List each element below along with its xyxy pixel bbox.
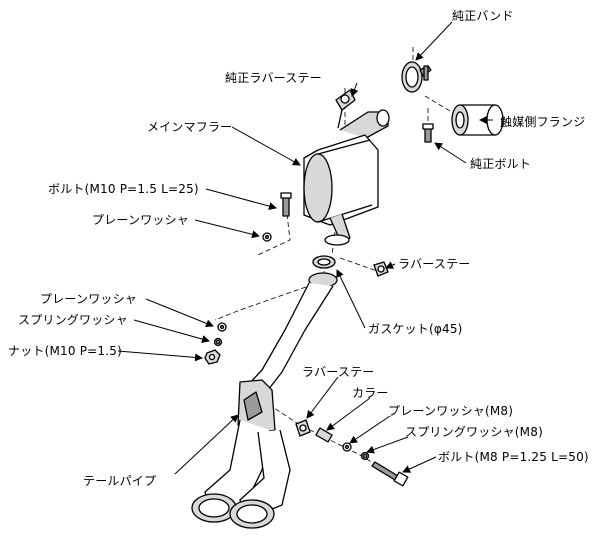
- genuine-band-part: [401, 61, 432, 93]
- plain-washer-top-part: [262, 232, 272, 242]
- collar-part: [315, 427, 333, 443]
- genuine-bolt-part: [422, 123, 434, 143]
- label-rubber-stay-1: ラバーステー: [398, 257, 471, 271]
- bolt-m10-part: [280, 192, 292, 217]
- gasket-part: [312, 255, 336, 269]
- genuine-rubber-stay-part: [335, 89, 356, 129]
- leader-lines: [117, 21, 493, 475]
- label-genuine-band: 純正バンド: [452, 9, 514, 23]
- label-genuine-rubber-stay: 純正ラバーステー: [225, 71, 322, 85]
- label-catalyst-flange: 触媒側フランジ: [500, 115, 586, 129]
- label-plain-washer-2: プレーンワッシャ: [40, 292, 138, 306]
- label-spring-washer-1: スプリングワッシャ: [18, 313, 128, 327]
- rubber-stay-1-part: [373, 261, 389, 277]
- bolt-m8-part: [371, 461, 409, 487]
- label-nut-m10: ナット(M10 P=1.5): [8, 344, 122, 358]
- label-collar: カラー: [352, 386, 389, 400]
- label-bolt-m8: ボルト(M8 P=1.25 L=50): [438, 450, 589, 464]
- label-gasket: ガスケット(φ45): [368, 322, 463, 336]
- label-tail-pipe: テールパイプ: [83, 474, 157, 488]
- label-rubber-stay-2: ラバーステー: [302, 365, 375, 379]
- washers-m8-part: [342, 442, 370, 461]
- label-plain-washer-1: プレーンワッシャ: [92, 213, 190, 227]
- label-plain-washer-m8: プレーンワッシャ(M8): [388, 404, 514, 418]
- washer-nut-stack-part: [204, 322, 227, 365]
- label-bolt-m10: ボルト(M10 P=1.5 L=25): [48, 182, 199, 196]
- main-muffler-part: [303, 109, 390, 246]
- tail-pipe-part: [191, 272, 338, 529]
- label-spring-washer-m8: スプリングワッシャ(M8): [405, 425, 543, 439]
- rubber-stay-2-part: [295, 419, 311, 437]
- label-genuine-bolt: 純正ボルト: [470, 157, 532, 171]
- label-main-muffler: メインマフラー: [147, 120, 233, 134]
- catalyst-flange-part: [451, 104, 504, 136]
